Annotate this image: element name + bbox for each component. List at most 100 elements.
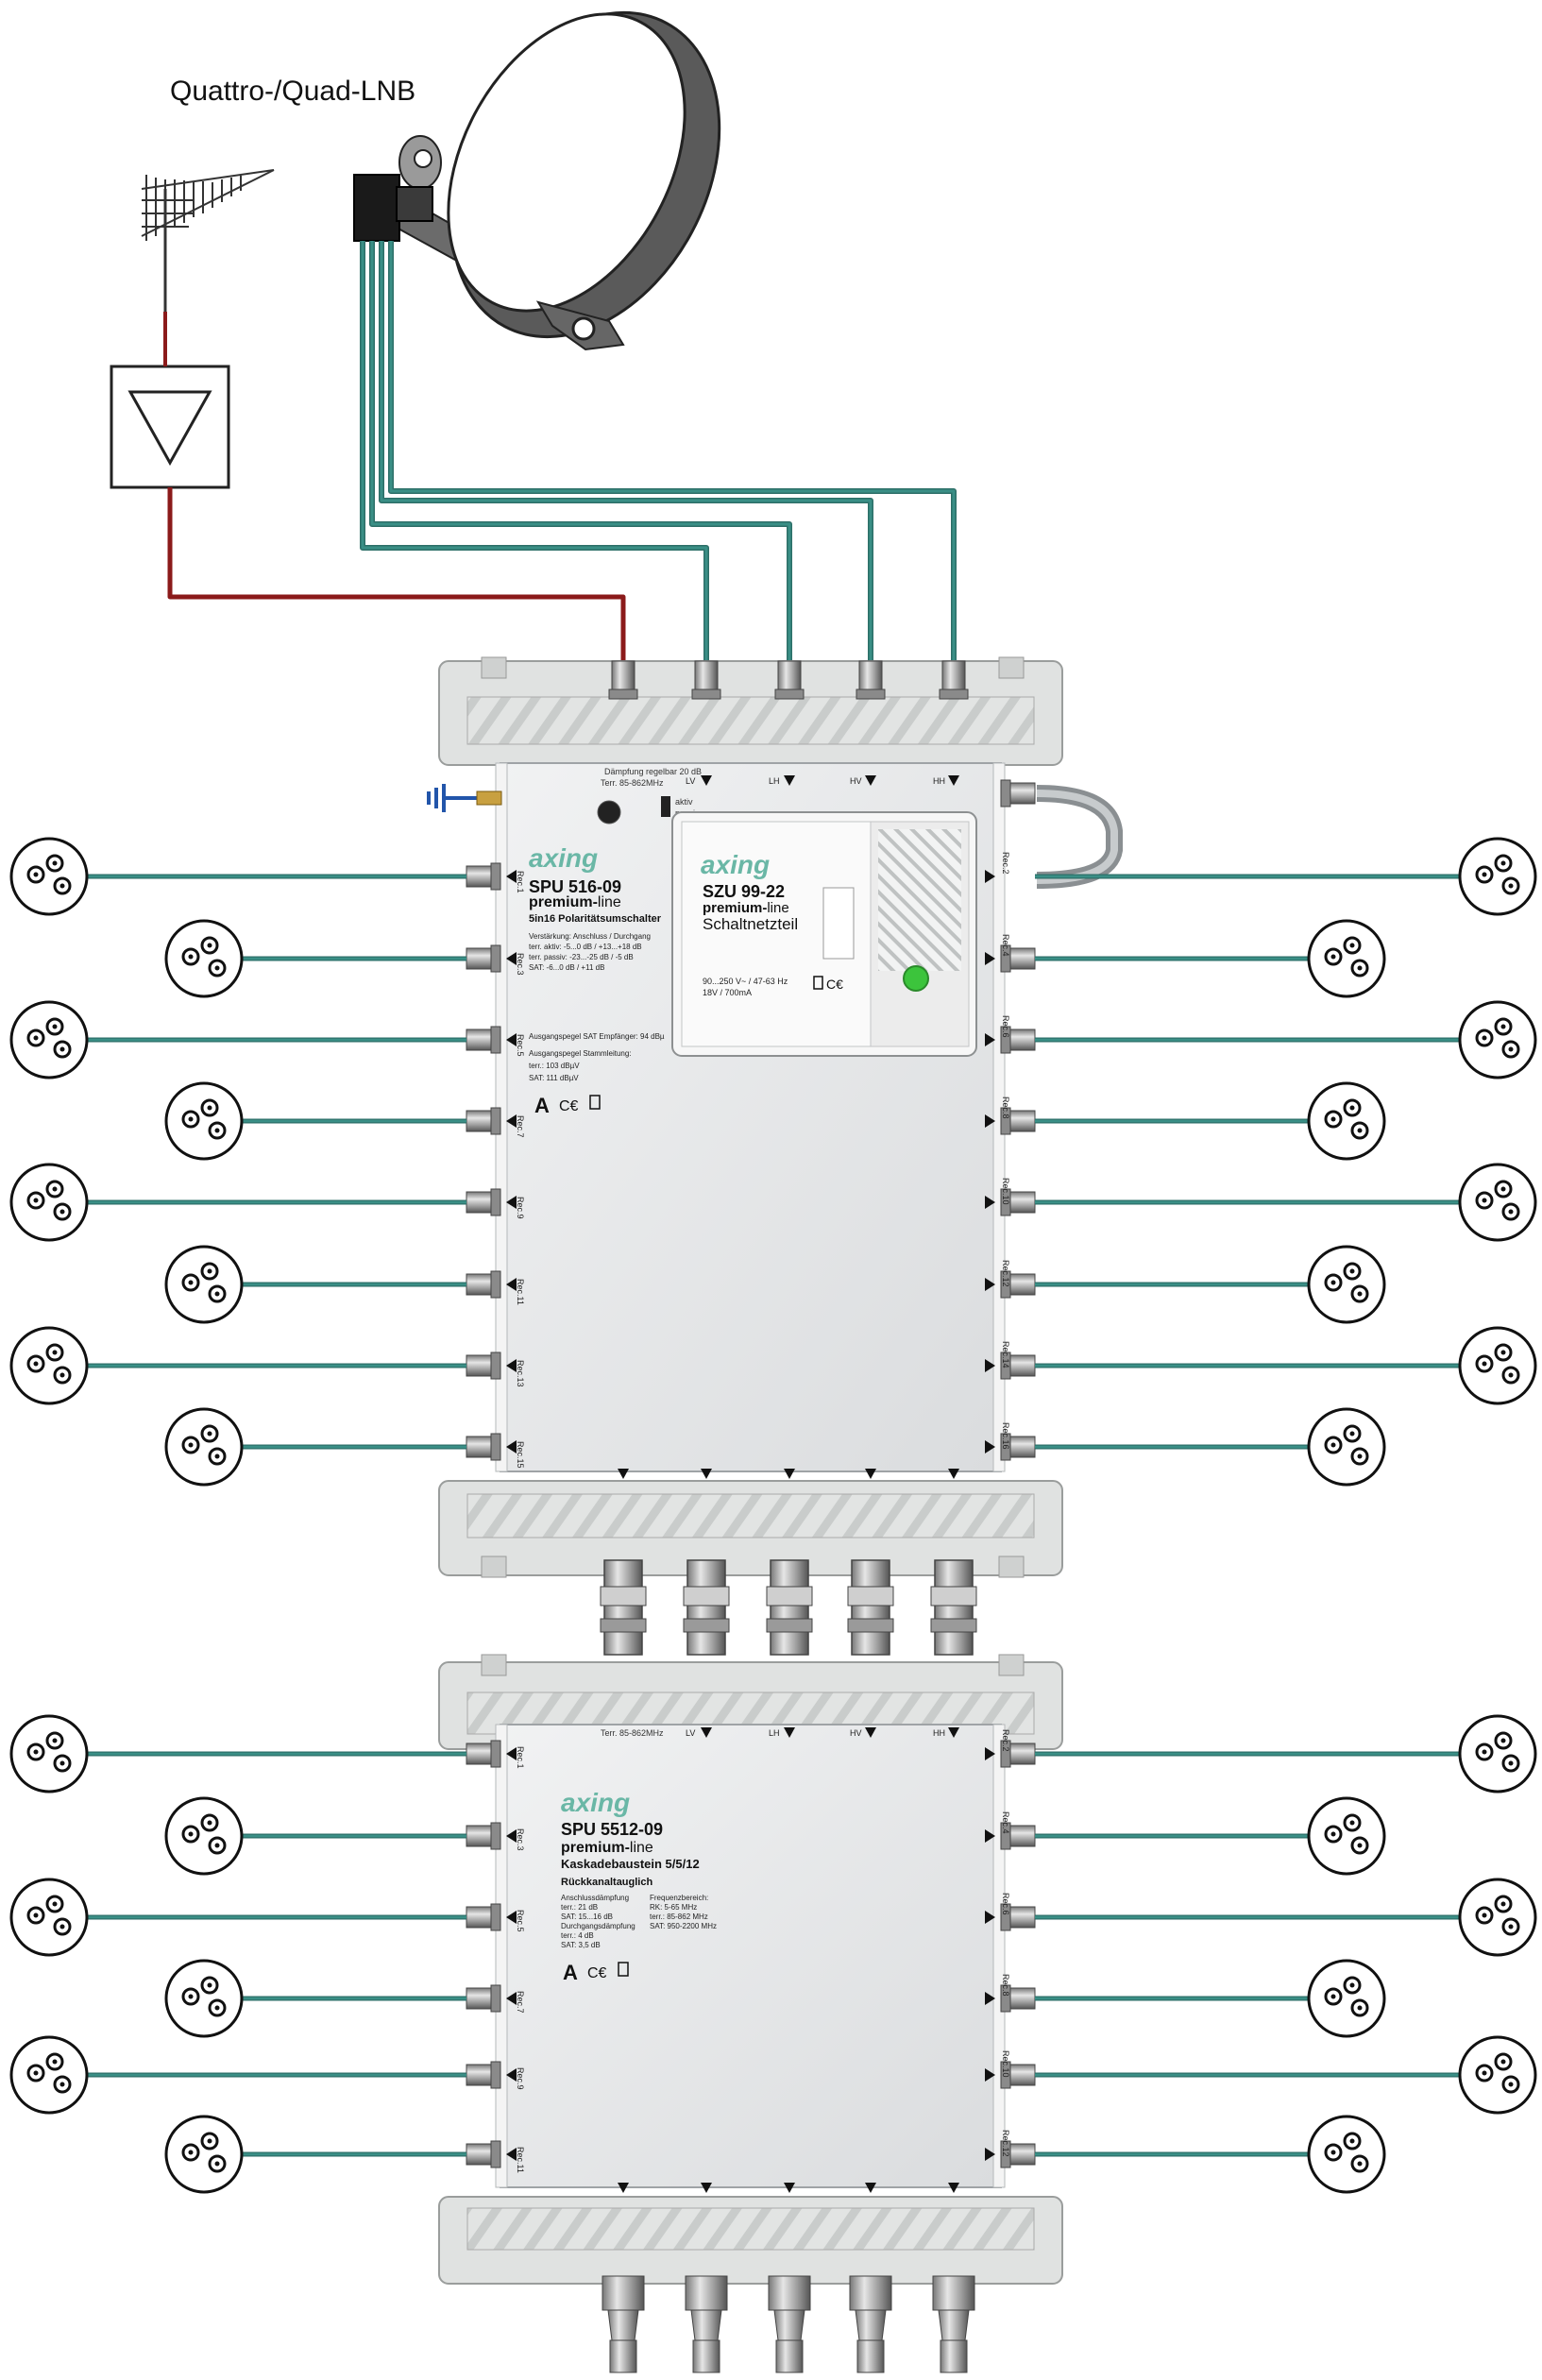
- satellite-dish-icon: [376, 10, 721, 351]
- arrow-icon: [865, 2183, 876, 2193]
- arrow-icon: [618, 2183, 629, 2193]
- tv-socket-icon: [1458, 837, 1537, 916]
- rec-label: Rec.9: [516, 2067, 525, 2090]
- cascade-line: premium-line: [561, 1840, 653, 1856]
- arrow-icon: [985, 1114, 995, 1128]
- arrow-icon: [784, 775, 795, 786]
- rec-label: Rec.11: [516, 2147, 525, 2173]
- main-brand-logo: axing: [529, 843, 598, 873]
- rec-label: Rec.7: [516, 1115, 525, 1138]
- port-label: HV: [850, 776, 862, 786]
- rec-label: Rec.15: [516, 1441, 525, 1469]
- arrow-icon: [784, 1727, 795, 1738]
- arrow-icon: [985, 1992, 995, 2005]
- main-cert-icons: A C€: [534, 1094, 601, 1117]
- cascade-terr-label: Terr. 85-862MHz: [601, 1728, 664, 1738]
- tv-socket-icon: [164, 1959, 244, 2038]
- rec-label: Rec.14: [1001, 1341, 1010, 1368]
- arrow-icon: [701, 775, 712, 786]
- terminator: [849, 2275, 892, 2311]
- tv-socket-icon: [164, 1245, 244, 1324]
- arrow-icon: [948, 775, 959, 786]
- tv-socket-icon: [9, 2035, 89, 2115]
- tv-socket-icon: [1307, 1407, 1386, 1487]
- psu-output: 18V / 700mA: [703, 988, 752, 997]
- rec-label: Rec.11: [516, 1279, 525, 1305]
- tv-socket-icon: [9, 1326, 89, 1405]
- main-line: premium-line: [529, 894, 621, 910]
- terr-label: Terr. 85-862MHz: [601, 778, 664, 788]
- arrow-icon: [701, 2183, 712, 2193]
- terminator: [932, 2275, 975, 2311]
- arrow-icon: [985, 1033, 995, 1046]
- terminator: [602, 2275, 645, 2311]
- arrow-icon: [985, 1747, 995, 1760]
- spec-line: SAT: 3,5 dB: [561, 1941, 601, 1949]
- cascade-outputs: Rec.1Rec.2Rec.3Rec.4Rec.5Rec.6Rec.7Rec.8…: [466, 1729, 1036, 2173]
- power-supply: axing SZU 99-22 premium-line Schaltnetzt…: [671, 811, 977, 1057]
- port-label: HV: [850, 1728, 862, 1738]
- cascade-cert-icons: A C€: [563, 1961, 629, 1984]
- coax-link: [770, 1559, 809, 1656]
- tv-socket-icon: [9, 837, 89, 916]
- rec-label: Rec.3: [516, 1828, 525, 1851]
- rec-label: Rec.1: [516, 871, 525, 893]
- atten-label: Dämpfung regelbar 20 dB: [604, 767, 702, 776]
- arrow-icon: [985, 1829, 995, 1843]
- port-label: LH: [769, 776, 780, 786]
- arrow-icon: [506, 1196, 517, 1209]
- arrow-icon: [506, 1829, 517, 1843]
- arrow-icon: [865, 775, 876, 786]
- arrow-icon: [506, 1359, 517, 1372]
- tv-socket-icon: [1458, 1163, 1537, 1242]
- coax-link: [934, 1559, 974, 1656]
- tv-socket-icon: [164, 1407, 244, 1487]
- spec-line: Verstärkung: Anschluss / Durchgang: [529, 932, 651, 941]
- power-led-icon: [903, 965, 929, 992]
- rec-label: Rec.10: [1001, 2050, 1010, 2078]
- svg-text:A: A: [534, 1094, 550, 1117]
- coax-link: [686, 1559, 726, 1656]
- attenuator-knob[interactable]: [597, 800, 621, 824]
- tv-socket-icon: [9, 1878, 89, 1957]
- arrow-icon: [701, 1727, 712, 1738]
- freq-line: SAT: 950-2200 MHz: [650, 1922, 717, 1930]
- arrow-icon: [784, 1469, 795, 1479]
- level-line: terr.: 103 dBµV: [529, 1062, 580, 1070]
- spec-line: terr.: 21 dB: [561, 1903, 598, 1912]
- rec-label: Rec.9: [516, 1197, 525, 1219]
- svg-text:A: A: [563, 1961, 578, 1984]
- switch-label-active: aktiv: [675, 797, 693, 807]
- tv-socket-icon: [1458, 1326, 1537, 1405]
- arrow-icon: [985, 1196, 995, 1209]
- rec-label: Rec.10: [1001, 1178, 1010, 1205]
- main-model: SPU 516-09: [529, 877, 621, 896]
- active-passive-switch[interactable]: [661, 796, 670, 817]
- psu-voltage: 90...250 V~ / 47-63 Hz: [703, 977, 788, 986]
- cascade-link-cables: [600, 1559, 977, 1656]
- arrow-icon: [506, 1033, 517, 1046]
- arrow-icon: [985, 870, 995, 883]
- tv-socket-icon: [1458, 2035, 1537, 2115]
- port-label: LV: [686, 776, 695, 786]
- main-specs: Verstärkung: Anschluss / Durchgang terr. …: [529, 932, 651, 972]
- spec-line: terr. passiv: -23...-25 dB / -5 dB: [529, 953, 634, 961]
- arrow-icon: [865, 1727, 876, 1738]
- cascade-brand-logo: axing: [561, 1788, 630, 1817]
- rec-label: Rec.12: [1001, 1260, 1010, 1287]
- tv-socket-icon: [1307, 1081, 1386, 1161]
- arrow-icon: [985, 2068, 995, 2082]
- arrow-icon: [948, 1727, 959, 1738]
- terminator: [685, 2275, 728, 2311]
- tv-socket-icon: [9, 1000, 89, 1080]
- ground-icon: [427, 784, 502, 812]
- tv-socket-icon: [1307, 919, 1386, 998]
- arrow-icon: [506, 1747, 517, 1760]
- rec-label: Rec.3: [516, 953, 525, 976]
- psu-line: premium-line: [703, 900, 789, 916]
- freq-line: terr.: 85-862 MHz: [650, 1912, 708, 1921]
